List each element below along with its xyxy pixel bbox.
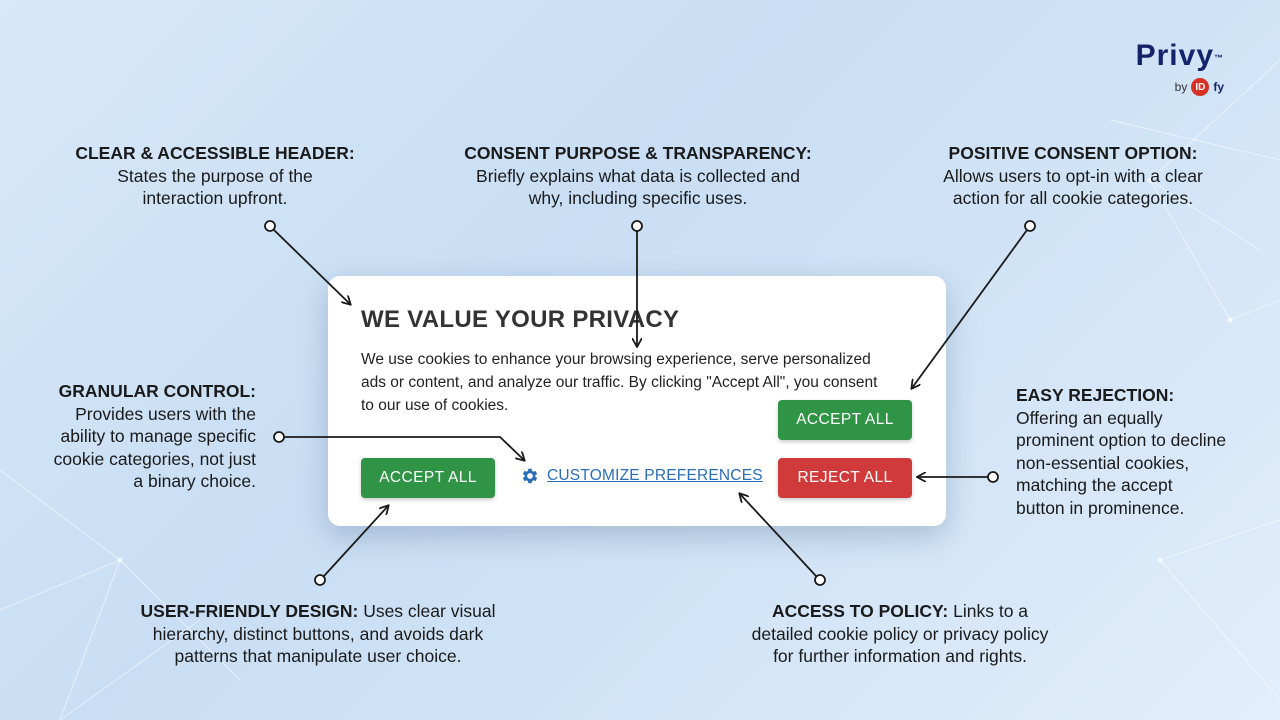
banner-description: We use cookies to enhance your browsing … — [361, 351, 878, 414]
annotation-user-friendly-design: USER-FRIENDLY DESIGN: Uses clear visual … — [140, 601, 496, 666]
idfy-logo-icon: ID — [1191, 78, 1210, 96]
annotation-header: CLEAR & ACCESSIBLE HEADER: States the pu… — [75, 143, 355, 208]
accept-all-button-top[interactable]: ACCEPT ALL — [778, 400, 912, 440]
customize-preferences-label: CUSTOMIZE PREFERENCES — [547, 467, 763, 484]
banner-title: WE VALUE YOUR PRIVACY — [361, 306, 680, 333]
annotation-positive-consent: POSITIVE CONSENT OPTION: Allows users to… — [943, 143, 1203, 208]
gear-icon — [522, 468, 538, 484]
customize-preferences-link[interactable]: CUSTOMIZE PREFERENCES — [520, 466, 763, 486]
annotation-access-to-policy: ACCESS TO POLICY: Links to a detailed co… — [751, 601, 1049, 666]
cookie-consent-banner: WE VALUE YOUR PRIVACY We use cookies to … — [328, 276, 946, 526]
accept-all-button[interactable]: ACCEPT ALL — [361, 458, 495, 498]
annotation-purpose: CONSENT PURPOSE & TRANSPARENCY: Briefly … — [464, 143, 812, 208]
logo-wordmark: Privy™ — [1135, 39, 1224, 72]
annotation-easy-rejection: EASY REJECTION: Offering an equally prom… — [1016, 385, 1227, 518]
logo-by-text: by — [1174, 80, 1188, 94]
annotation-granular-control: GRANULAR CONTROL: Provides users with th… — [53, 381, 256, 491]
idfy-logo-text: fy — [1213, 80, 1224, 94]
reject-all-button[interactable]: REJECT ALL — [778, 458, 912, 498]
